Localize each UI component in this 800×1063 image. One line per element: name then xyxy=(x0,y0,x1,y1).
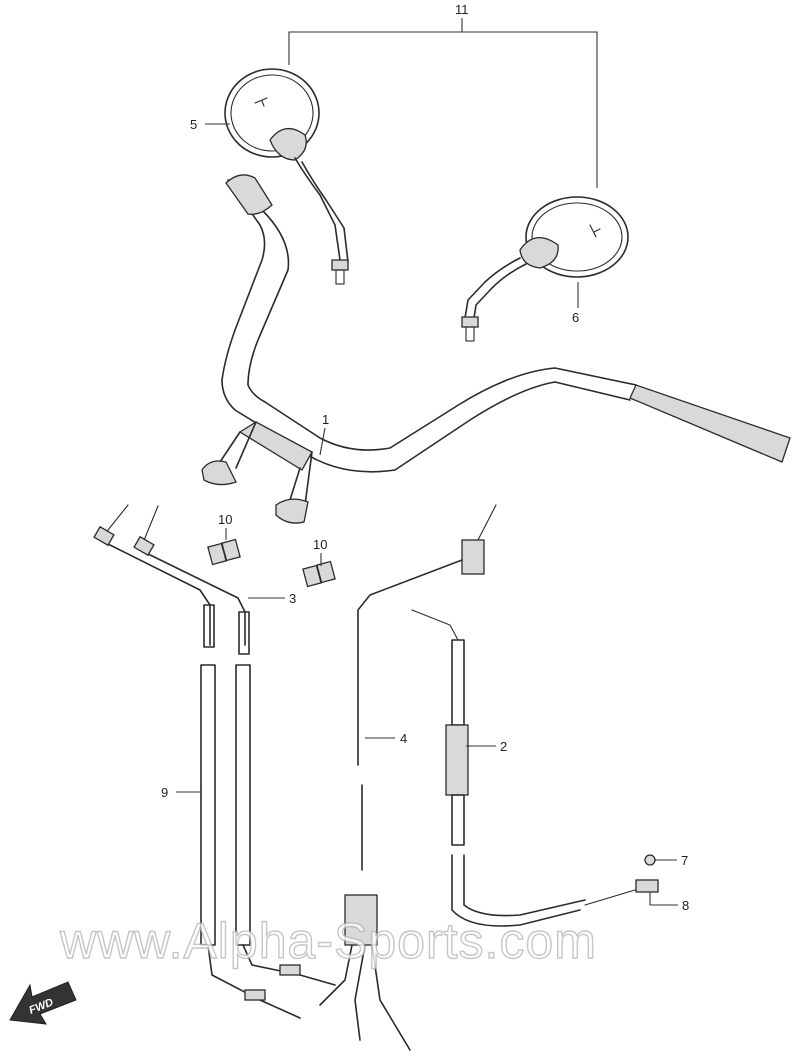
callout-1: 1 xyxy=(322,412,329,427)
handlebar xyxy=(201,174,791,524)
callout-6: 6 xyxy=(572,310,579,325)
cable-2 xyxy=(411,609,659,927)
callout-9: 9 xyxy=(161,785,168,800)
throttle-cable-set xyxy=(93,504,336,1019)
callout-10a: 10 xyxy=(218,512,232,527)
mirror-left xyxy=(224,68,349,285)
handlebar-holders xyxy=(207,538,336,588)
leader-lines xyxy=(176,18,678,906)
watermark-text: www.Alpha-Sports.com xyxy=(59,913,597,969)
callout-10b: 10 xyxy=(313,537,327,552)
fwd-arrow-icon: FWD xyxy=(9,981,77,1025)
callout-3: 3 xyxy=(289,591,296,606)
mirror-right xyxy=(461,196,629,342)
callout-5: 5 xyxy=(190,117,197,132)
clutch-cable xyxy=(319,504,497,1051)
callout-4: 4 xyxy=(400,731,407,746)
callout-7: 7 xyxy=(681,853,688,868)
callout-8: 8 xyxy=(682,898,689,913)
callout-11: 11 xyxy=(455,2,469,17)
callout-2: 2 xyxy=(500,739,507,754)
